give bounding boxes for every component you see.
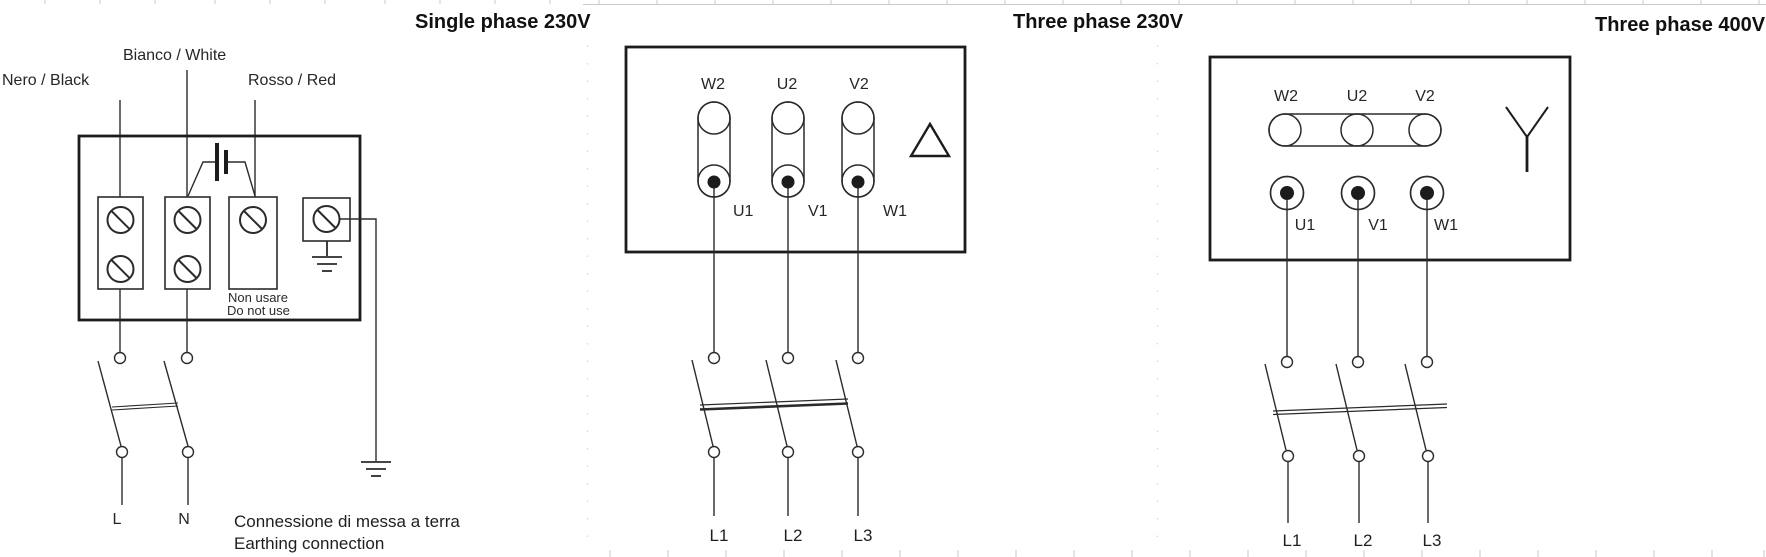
earthing-note-line2: Earthing connection [234,534,384,553]
supply-line-label-l2: L2 [1354,531,1373,550]
red-wire-label: Rosso / Red [248,72,336,89]
terminal-strip-2 [164,196,211,290]
terminal-label-u1: U1 [733,203,754,220]
supply-line-label-l3: L3 [1423,531,1442,550]
terminal-label-u1: U1 [1295,217,1316,234]
terminal-label-w2: W2 [701,76,725,93]
earthing-note-line1: Connessione di messa a terra [234,512,460,531]
three-phase-400-diagram: Three phase 400V W2 U2 V2 U1 V1 W1 [1208,14,1766,550]
earth-ground-icon [312,241,342,272]
star-symbol-icon [1505,106,1549,172]
supply-line-label-l1: L1 [710,526,729,545]
screw-terminal-icons [106,206,267,283]
delta-symbol-icon [908,121,952,158]
neutral-terminal-label: N [178,511,190,528]
terminal-strip-3 [228,196,278,290]
single-phase-title: Single phase 230V [415,11,591,33]
terminal-label-u2: U2 [1347,88,1368,105]
earth-wire [340,218,377,461]
terminal-label-v2: V2 [849,76,869,93]
unused-note-line2: Do not use [227,303,290,318]
triple-pole-switch [691,351,865,516]
single-phase-diagram: Single phase 230V Bianco / White Nero / … [2,11,591,553]
black-wire-label: Nero / Black [2,72,90,89]
terminal-label-v1: V1 [1368,217,1388,234]
line-terminal-label: L [113,511,122,528]
table-grid-remnants [44,0,1766,557]
unused-note-line1: Non usare [228,290,288,305]
supply-line-label-l2: L2 [784,526,803,545]
terminal-strip-1 [97,196,144,290]
terminal-label-v2: V2 [1415,88,1435,105]
three-phase-230-title: Three phase 230V [1013,11,1184,33]
terminal-label-w2: W2 [1274,88,1298,105]
double-pole-switch [97,351,195,505]
terminal-pins [707,175,865,189]
terminal-label-u2: U2 [777,76,798,93]
terminal-label-w1: W1 [1434,217,1458,234]
three-phase-400-title: Three phase 400V [1595,14,1766,36]
terminal-box [77,134,362,322]
supply-line-label-l3: L3 [854,526,873,545]
terminal-box [624,45,967,254]
terminal-label-w1: W1 [883,203,907,220]
terminal-label-v1: V1 [808,203,828,220]
terminal-box [1208,55,1572,262]
earth-screw-terminal-icon [312,205,341,233]
capacitor-icon [187,143,256,197]
terminal-pins [1280,186,1434,200]
three-phase-230-diagram: Three phase 230V W2 U2 V2 U1 V1 W1 [624,11,1184,545]
triple-pole-switch [1264,355,1448,523]
white-wire-label: Bianco / White [123,47,226,64]
supply-line-label-l1: L1 [1283,531,1302,550]
earth-ground-bottom-icon [361,461,391,477]
star-jumper-bar [1268,113,1442,147]
